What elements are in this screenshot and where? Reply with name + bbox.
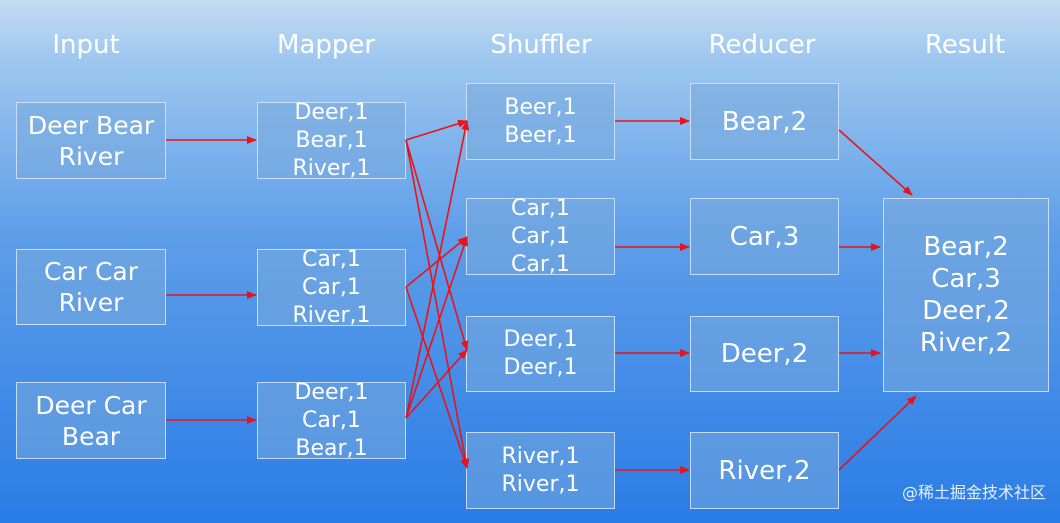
- result-line: Car,3: [931, 264, 1001, 294]
- result-line: River,2: [919, 328, 1013, 358]
- shuffler-box-3: Deer,1 Deer,1: [466, 316, 615, 392]
- arrow-mapper3-shuffler1: [405, 120, 470, 419]
- watermark: @稀土掘金技术社区: [901, 483, 1046, 502]
- shuffler-line: River,1: [501, 443, 580, 469]
- mapper-box-2: Car,1 Car,1 River,1: [257, 246, 406, 328]
- mapper-line: Car,1: [302, 246, 361, 272]
- shuffler-line: Car,1: [511, 251, 570, 277]
- reducer-box-3: Deer,2: [690, 316, 839, 392]
- mapper-box-3: Deer,1 Car,1 Bear,1: [257, 379, 406, 461]
- mapper-line: Car,1: [302, 407, 361, 433]
- header-reducer: Reducer: [708, 30, 816, 60]
- reducer-box-4: River,2: [690, 432, 839, 509]
- arrow-mapper2-shuffler4: [405, 286, 468, 469]
- mapper-line: Deer,1: [294, 379, 369, 405]
- result-box: Bear,2 Car,3 Deer,2 River,2: [883, 198, 1049, 392]
- reducer-box-1: Bear,2: [690, 83, 839, 160]
- arrow-mapper3-shuffler3: [405, 349, 468, 419]
- arrow-mapper2-shuffler2: [405, 236, 468, 288]
- shuffler-line: Beer,1: [504, 122, 577, 148]
- input-box-3: Deer Car Bear: [16, 382, 166, 459]
- result-line: Bear,2: [923, 232, 1009, 262]
- input-line: River: [58, 288, 124, 317]
- reducer-label: Car,3: [729, 221, 800, 252]
- mapper-line: River,1: [292, 302, 371, 328]
- mapper-line: Deer,1: [294, 99, 369, 125]
- arrow-reducer1-result: [838, 129, 913, 196]
- mapper-box-1: Deer,1 Bear,1 River,1: [257, 99, 406, 181]
- reducer-label: Bear,2: [721, 106, 808, 137]
- mapper-line: Car,1: [302, 274, 361, 300]
- mapper-line: Bear,1: [295, 127, 368, 153]
- header-shuffler: Shuffler: [490, 30, 592, 60]
- arrow-mapper1-shuffler1: [405, 119, 468, 141]
- input-line: Bear: [61, 421, 121, 451]
- shuffler-line: Car,1: [511, 195, 570, 221]
- shuffler-line: River,1: [501, 471, 580, 497]
- shuffler-line: Beer,1: [504, 94, 577, 120]
- input-box-2: Car Car River: [16, 249, 166, 325]
- header-mapper: Mapper: [276, 30, 376, 60]
- input-line: Deer Car: [35, 390, 147, 420]
- arrow-mapper1-shuffler3: [405, 139, 469, 351]
- input-box-1: Deer Bear River: [16, 102, 166, 179]
- header-result: Result: [924, 30, 1006, 60]
- arrow-mapper1-shuffler4: [405, 139, 470, 469]
- header-input: Input: [52, 30, 120, 60]
- input-line: Deer Bear: [27, 110, 155, 140]
- arrow-reducer4-result: [838, 395, 917, 471]
- input-line: River: [58, 141, 124, 171]
- shuffler-line: Car,1: [511, 223, 570, 249]
- shuffler-line: Deer,1: [503, 355, 578, 380]
- input-line: Car Car: [43, 257, 139, 286]
- arrow-mapper3-shuffler2: [405, 236, 468, 419]
- shuffler-box-2: Car,1 Car,1 Car,1: [466, 195, 615, 277]
- reducer-box-2: Car,3: [690, 198, 839, 275]
- reducer-label: River,2: [718, 455, 811, 486]
- mapper-line: River,1: [292, 155, 371, 181]
- shuffler-box-1: Beer,1 Beer,1: [466, 83, 615, 160]
- reducer-label: Deer,2: [720, 339, 809, 369]
- shuffler-line: Deer,1: [503, 327, 578, 352]
- mapper-line: Bear,1: [295, 435, 368, 461]
- result-line: Deer,2: [922, 296, 1010, 326]
- shuffler-box-4: River,1 River,1: [466, 432, 615, 509]
